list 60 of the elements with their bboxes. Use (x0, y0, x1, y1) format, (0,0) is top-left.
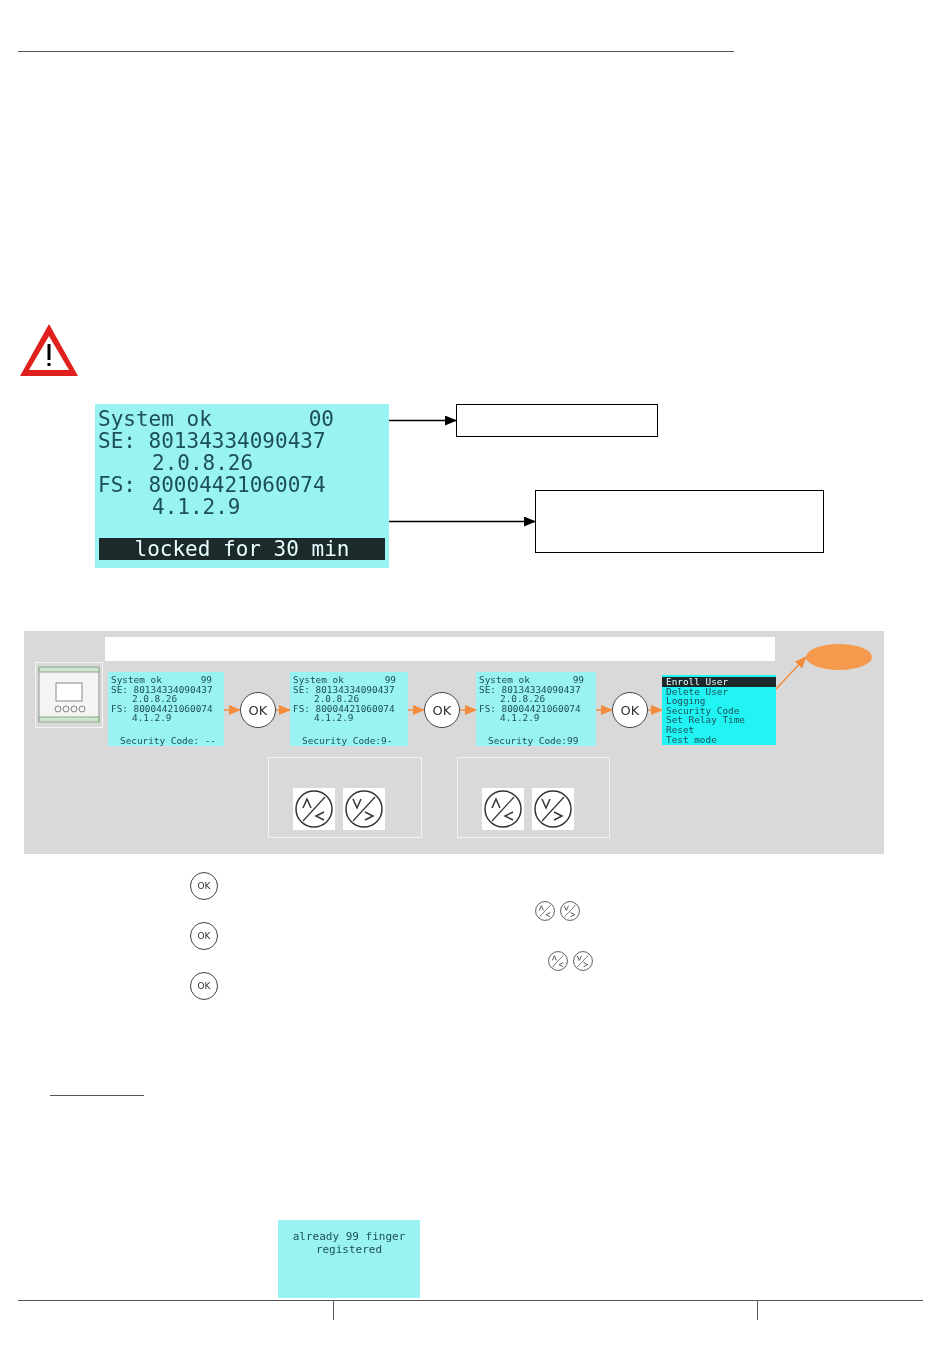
menu-item: Delete User (665, 686, 730, 697)
screen-text: SE: 80134334090437 (293, 684, 395, 695)
arrow (459, 705, 477, 715)
lcd-screen (476, 672, 596, 746)
menu-screen (662, 675, 776, 745)
screen-text: SE: 80134334090437 (98, 430, 326, 452)
menu-item: Logging (665, 696, 707, 706)
lcd-screen (278, 1220, 420, 1298)
arrow (275, 705, 291, 715)
menu-item: Security Code (665, 705, 741, 716)
arrow (647, 705, 663, 715)
status-bar: locked for 30 min (99, 538, 385, 560)
ok-button: OK (240, 692, 276, 728)
menu-item: Set Relay Time (665, 715, 747, 725)
screen-text: 2.0.8.26 (314, 694, 360, 704)
screen-text: 4.1.2.9 (132, 713, 172, 723)
screen-text: FS: 80004421060074 (479, 703, 581, 714)
screen-text: FS: 80004421060074 (111, 703, 213, 714)
arrow (388, 415, 457, 426)
ok-button: OK (612, 692, 648, 728)
screen-message: already 99 finger registered (291, 1229, 407, 1256)
screen-text: System ok (293, 675, 344, 685)
arrow (407, 705, 425, 715)
counter-text: 00 (308, 408, 334, 430)
screen-text: 2.0.8.26 (152, 452, 254, 474)
security-code-text: Security Code:9- (302, 735, 393, 746)
ok-button: OK (424, 692, 460, 728)
screen-text: FS: 80004421060074 (98, 474, 326, 496)
counter-text: 99 (384, 675, 396, 685)
screen-text: 4.1.2.9 (152, 496, 241, 518)
menu-item: Test mode (665, 734, 718, 745)
key-panel (457, 757, 610, 838)
arrow (595, 705, 613, 715)
counter-text: 99 (572, 675, 584, 685)
lcd-screen (108, 672, 224, 746)
menu-item: Reset (665, 724, 695, 735)
panel-background (24, 631, 884, 854)
key-panel (268, 757, 422, 838)
screen-text: 4.1.2.9 (314, 713, 354, 723)
counter-text: 99 (200, 675, 212, 685)
callout-box (535, 490, 824, 553)
screen-text: System ok (479, 675, 530, 685)
screen-text: FS: 80004421060074 (293, 703, 395, 714)
arrow (775, 656, 807, 690)
lcd-screen (290, 672, 408, 746)
lcd-screen (95, 404, 389, 568)
selected-menu-item: Enroll User (662, 677, 776, 687)
callout-box (456, 404, 658, 437)
screen-text: System ok (111, 675, 162, 685)
screen-text: 2.0.8.26 (132, 694, 178, 704)
arrow (388, 516, 536, 527)
screen-text: SE: 80134334090437 (479, 684, 581, 695)
security-code-text: Security Code: -- (120, 735, 216, 746)
end-ellipse (806, 644, 872, 670)
screen-text: System ok (98, 408, 212, 430)
arrow (223, 705, 241, 715)
security-code-text: Security Code:99 (488, 735, 579, 746)
screen-text: 2.0.8.26 (500, 694, 546, 704)
screen-text: 4.1.2.9 (500, 713, 540, 723)
screen-text: SE: 80134334090437 (111, 684, 213, 695)
